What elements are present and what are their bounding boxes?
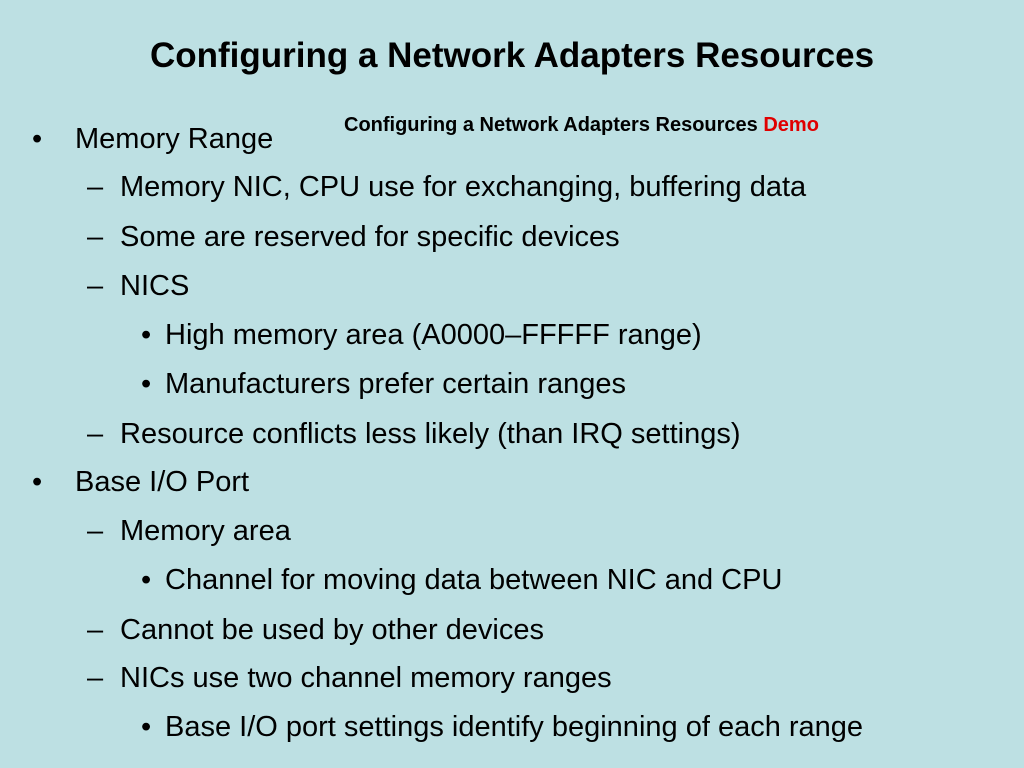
bullet-text: NICs use two channel memory ranges <box>120 662 612 694</box>
bullet-text: Memory NIC, CPU use for exchanging, buff… <box>120 171 807 203</box>
dash-marker: – <box>87 614 104 646</box>
subbullet-two-channel: – NICs use two channel memory ranges <box>87 661 612 695</box>
slide-title: Configuring a Network Adapters Resources <box>149 36 875 75</box>
bullet-marker: • <box>141 564 152 596</box>
dash-marker: – <box>87 221 104 253</box>
subbullet-nics: – NICS <box>87 269 190 303</box>
subsubbullet-high-memory: • High memory area (A0000–FFFFF range) <box>141 318 702 352</box>
subbullet-memory-area: – Memory area <box>87 514 291 548</box>
dash-marker: – <box>87 418 104 450</box>
bullet-marker: • <box>32 123 43 155</box>
bullet-base-io-port: • Base I/O Port <box>32 465 250 499</box>
subsubbullet-channel: • Channel for moving data between NIC an… <box>141 563 783 597</box>
subbullet-cannot-be-used: – Cannot be used by other devices <box>87 613 544 647</box>
bullet-text: Memory area <box>120 515 291 547</box>
bullet-text: NICS <box>120 270 190 302</box>
bullet-marker: • <box>141 319 152 351</box>
bullet-text: Some are reserved for specific devices <box>120 221 620 253</box>
subsubbullet-manufacturers: • Manufacturers prefer certain ranges <box>141 367 626 401</box>
bullet-text: Manufacturers prefer certain ranges <box>165 368 626 400</box>
bullet-marker: • <box>32 466 43 498</box>
bullet-text: Memory Range <box>75 123 274 155</box>
dash-marker: – <box>87 270 104 302</box>
dash-marker: – <box>87 171 104 203</box>
dash-marker: – <box>87 662 104 694</box>
bullet-text: High memory area (A0000–FFFFF range) <box>165 319 702 351</box>
bullet-text: Base I/O port settings identify beginnin… <box>165 711 864 743</box>
demo-link[interactable]: Configuring a Network Adapters Resources… <box>344 112 819 138</box>
bullet-marker: • <box>141 368 152 400</box>
bullet-text: Base I/O Port <box>75 466 250 498</box>
subbullet-memory-nic: – Memory NIC, CPU use for exchanging, bu… <box>87 170 807 204</box>
bullet-text: Cannot be used by other devices <box>120 614 544 646</box>
subbullet-reserved: – Some are reserved for specific devices <box>87 220 620 254</box>
bullet-text: Resource conflicts less likely (than IRQ… <box>120 418 741 450</box>
demo-link-text: Configuring a Network Adapters Resources <box>344 114 758 136</box>
demo-link-label: Demo <box>763 114 819 136</box>
subbullet-resource-conflicts: – Resource conflicts less likely (than I… <box>87 417 741 451</box>
subsubbullet-base-io-settings: • Base I/O port settings identify beginn… <box>141 710 864 744</box>
bullet-memory-range: • Memory Range <box>32 122 274 156</box>
dash-marker: – <box>87 515 104 547</box>
bullet-text: Channel for moving data between NIC and … <box>165 564 783 596</box>
bullet-marker: • <box>141 711 152 743</box>
